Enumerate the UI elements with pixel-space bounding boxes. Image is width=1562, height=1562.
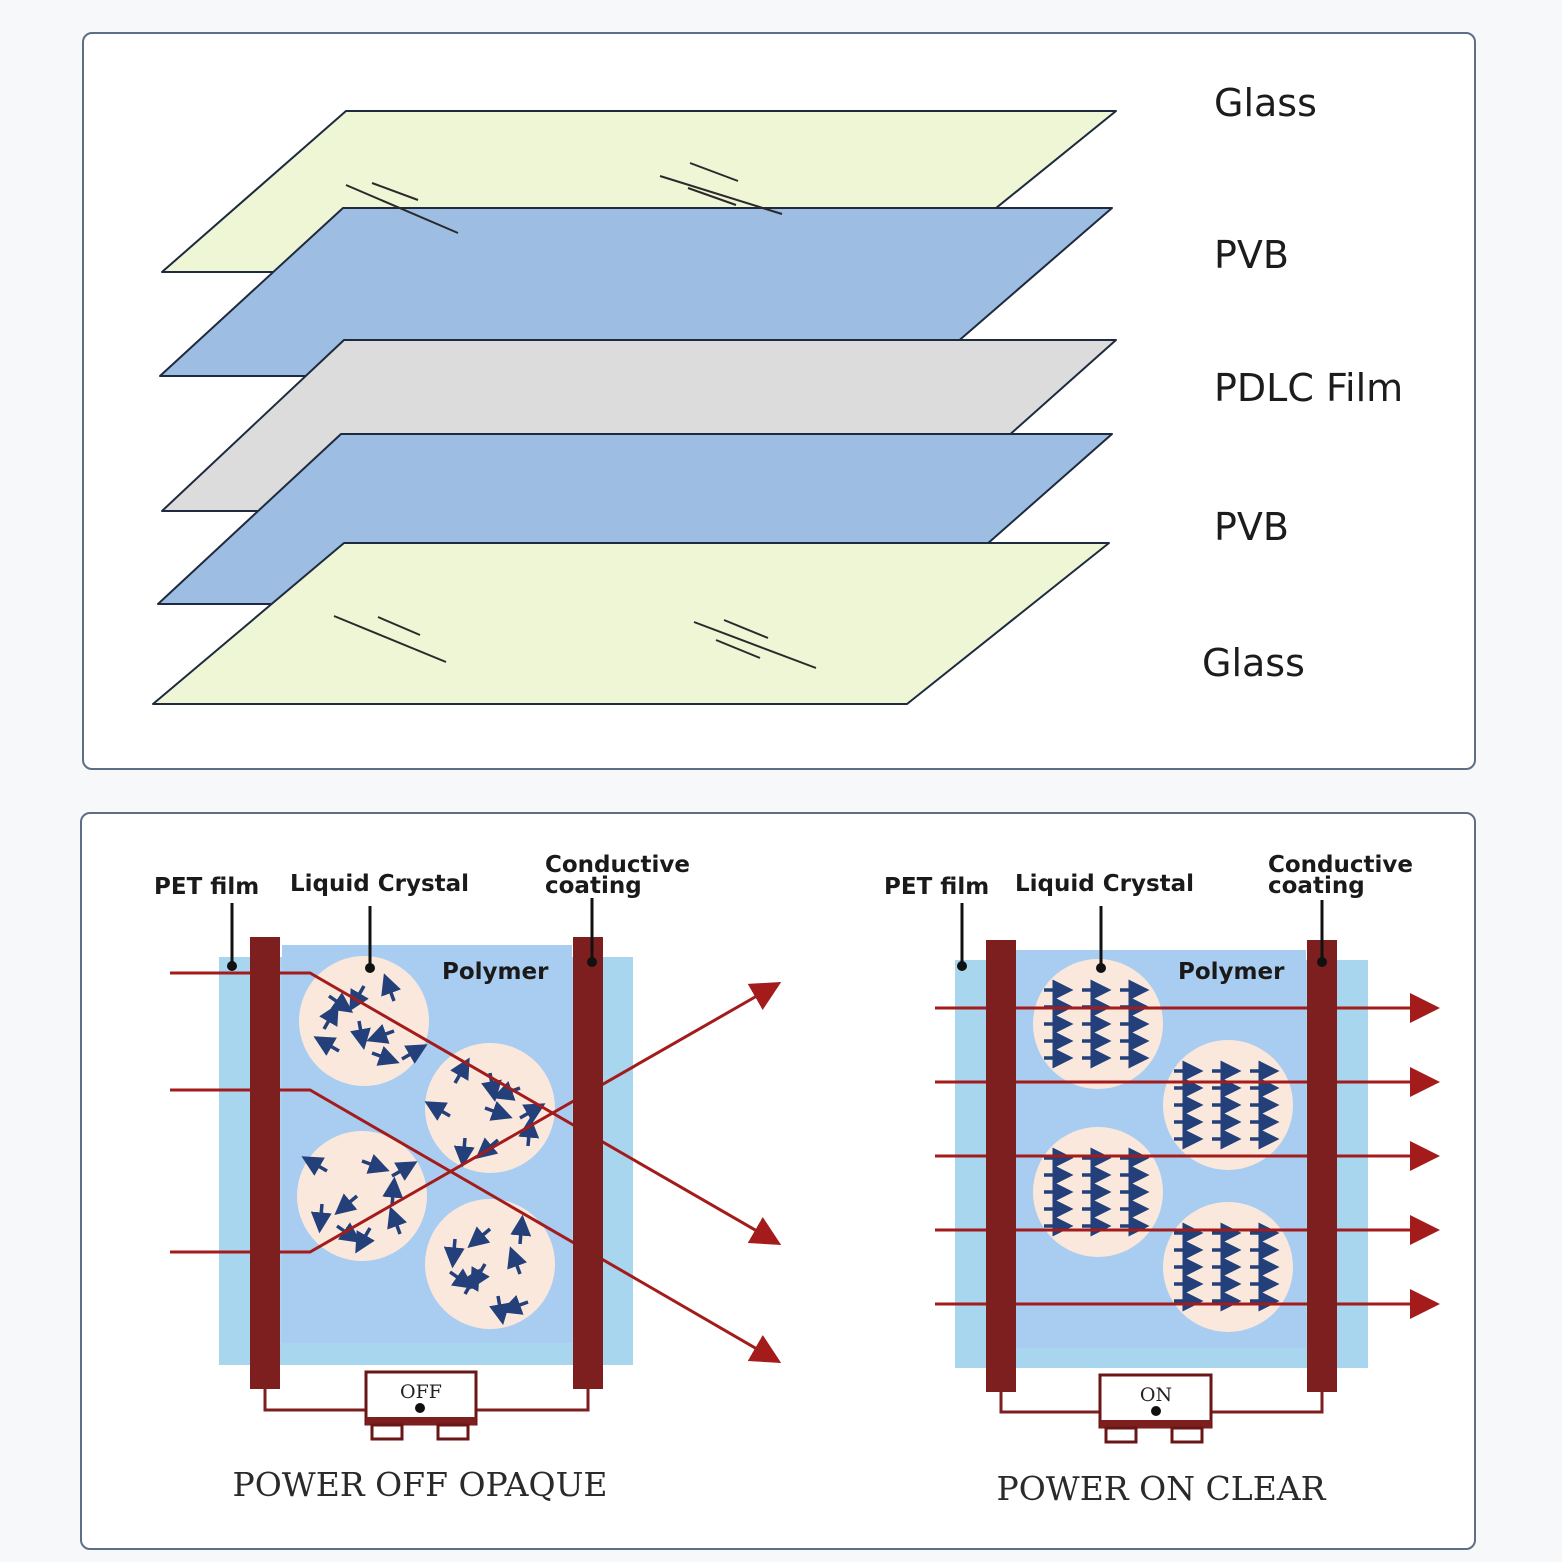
electrode-left-off — [250, 937, 280, 1389]
layer-glass-bottom — [152, 542, 1110, 705]
glass-glare-line — [377, 616, 421, 636]
molecule-arrow — [349, 985, 369, 1012]
liquid-crystal-droplets-on — [1033, 959, 1293, 1332]
electrode-right-off — [573, 937, 603, 1389]
glass-glare-line — [345, 184, 459, 234]
molecule-arrow — [313, 1036, 340, 1056]
molecule-arrow — [401, 1044, 428, 1064]
molecule-arrow — [510, 1214, 532, 1245]
molecule-arrow — [500, 1295, 529, 1315]
glass-glare-line — [693, 621, 817, 669]
molecule-arrow — [350, 1020, 371, 1051]
molecule-arrow — [387, 1206, 407, 1235]
glass-glare-line — [333, 615, 447, 663]
light-ray — [170, 971, 782, 1245]
molecule-arrow — [361, 1154, 390, 1174]
wire-left-off — [263, 1389, 366, 1412]
molecule-arrow — [453, 1137, 475, 1168]
molecule-arrow — [424, 1101, 451, 1121]
layer-label-pdlc-film: PDLC Film — [1214, 366, 1403, 410]
scattered-light-rays — [170, 971, 782, 1364]
molecule-arrow — [492, 1081, 521, 1101]
power-off-diagram: OFF PET film Liquid Crystal Conductive c… — [154, 852, 782, 1504]
layer-labels: Glass PVB PDLC Film PVB Glass — [1202, 81, 1403, 685]
molecule-arrow — [382, 1176, 404, 1207]
power-switch-off: OFF — [364, 1370, 478, 1441]
molecule-arrow — [381, 973, 401, 1002]
polymer-label-on: Polymer — [1178, 959, 1285, 985]
molecule-arrow — [310, 1203, 332, 1234]
glass-glare-line — [689, 162, 739, 182]
power-switch-on: ON — [1098, 1373, 1213, 1444]
molecule-arrow — [391, 1161, 418, 1181]
glass-glare-line — [715, 639, 761, 659]
switch-label-on: ON — [1140, 1384, 1172, 1406]
molecule-arrow — [301, 1156, 328, 1176]
liquid-crystal-droplets-off — [297, 956, 555, 1329]
pet-film-label-off: PET film — [154, 874, 259, 900]
molecule-arrow — [335, 1222, 362, 1243]
conductive-label-line1-on: Conductive — [1268, 852, 1413, 878]
switch-label-off: OFF — [400, 1381, 442, 1403]
liquid-crystal-label-on: Liquid Crystal — [1015, 871, 1194, 897]
molecule-arrow — [371, 1046, 400, 1066]
caption-power-off: POWER OFF OPAQUE — [233, 1465, 608, 1504]
layer-label-pvb-bottom: PVB — [1214, 505, 1289, 549]
pet-film-label-on: PET film — [884, 874, 989, 900]
electrode-left-on — [986, 940, 1016, 1392]
molecule-arrow — [327, 992, 354, 1013]
molecule-arrow — [355, 1227, 375, 1254]
caption-power-on: POWER ON CLEAR — [997, 1469, 1327, 1508]
conductive-label-line2-off: coating — [545, 873, 642, 899]
light-ray — [170, 1088, 782, 1364]
molecule-arrow — [519, 1103, 546, 1123]
molecule-arrow — [460, 1268, 480, 1295]
molecule-arrow — [507, 1246, 527, 1275]
layer-stack — [152, 110, 1117, 705]
molecule-arrow — [467, 1226, 492, 1248]
conductive-label-line1-off: Conductive — [545, 852, 690, 878]
molecule-arrow — [366, 1024, 395, 1044]
transmitted-light-rays — [935, 993, 1440, 1319]
conductive-label-line2-on: coating — [1268, 873, 1365, 899]
wire-right-on — [1211, 1392, 1324, 1414]
liquid-crystal-label-off: Liquid Crystal — [290, 871, 469, 897]
molecule-arrow — [518, 1116, 540, 1147]
glass-glare-line — [687, 187, 737, 206]
molecule-arrow — [334, 1193, 359, 1215]
electrode-right-on — [1307, 940, 1337, 1392]
power-on-diagram: ON PET film Liquid Crystal Conductive co… — [884, 852, 1440, 1508]
molecule-arrow — [443, 1238, 465, 1269]
molecule-arrow — [484, 1101, 513, 1121]
layer-label-glass-bottom: Glass — [1202, 641, 1305, 685]
liquid-crystal-droplet — [425, 1199, 555, 1329]
liquid-crystal-droplet — [299, 956, 429, 1086]
polymer-label-off: Polymer — [442, 959, 549, 985]
wire-left-on — [999, 1392, 1100, 1414]
wire-right-off — [477, 1389, 590, 1412]
layer-label-pvb-top: PVB — [1214, 233, 1289, 277]
glass-glare-line — [659, 175, 783, 215]
layer-label-glass-top: Glass — [1214, 81, 1317, 125]
light-ray — [170, 982, 782, 1254]
glass-glare-line — [723, 619, 769, 639]
molecule-arrow — [319, 1003, 339, 1030]
molecule-arrow — [489, 1295, 510, 1326]
glass-glare-line — [371, 182, 419, 201]
